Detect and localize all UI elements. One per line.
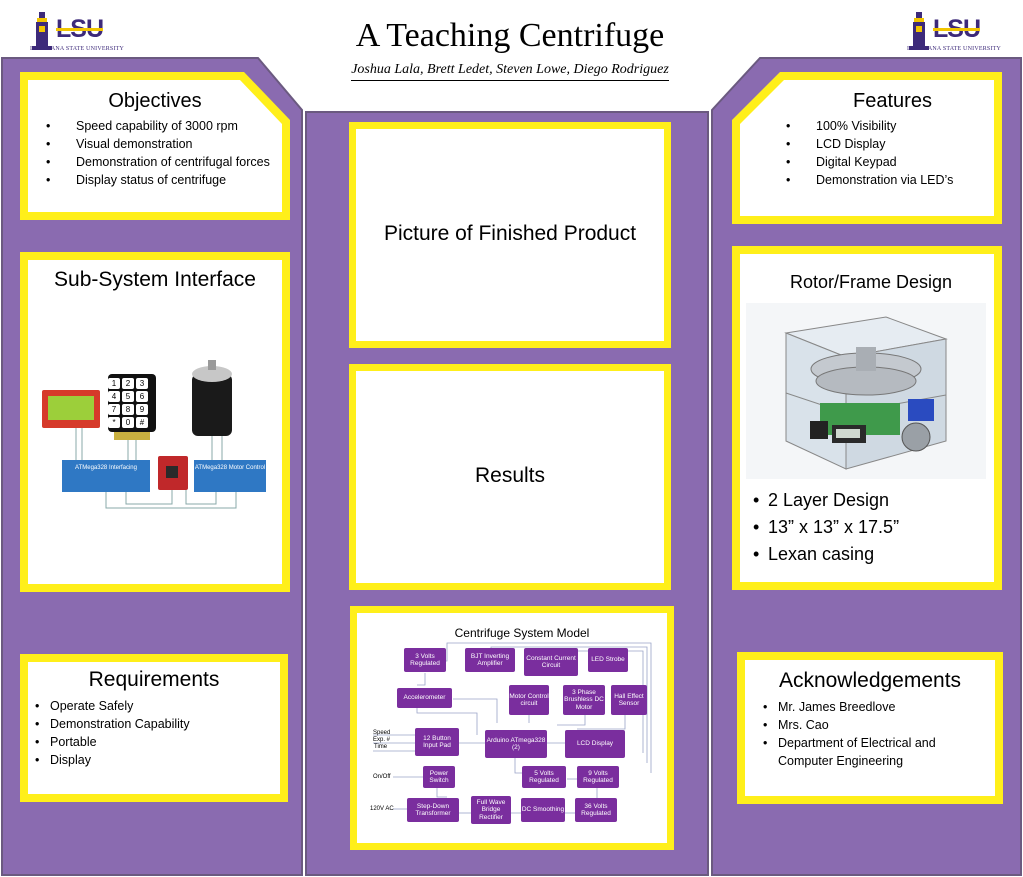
list-item: Demonstration of centrifugal forces: [28, 153, 278, 171]
block-hall-sensor: Hall Effect Sensor: [611, 685, 647, 715]
logo-subtitle: LOUISIANA STATE UNIVERSITY: [907, 46, 1002, 52]
keypad-key: 5: [122, 391, 134, 402]
label-time: Time: [374, 744, 388, 750]
list-item: Demonstration Capability: [30, 715, 278, 733]
objectives-heading: Objectives: [108, 90, 202, 112]
block-constant-current: Constant Current Circuit: [524, 648, 578, 676]
list-item: Mr. James Breedlove: [758, 698, 988, 716]
block-step-down: Step-Down Transformer: [407, 798, 459, 822]
authors: Joshua Lala, Brett Ledet, Steven Lowe, D…: [300, 62, 720, 81]
subsystem-diagram: [42, 360, 266, 509]
list-item: 13” x 13” x 17.5”: [748, 514, 988, 541]
requirements-list: Operate Safely Demonstration Capability …: [30, 697, 278, 769]
results-box: [356, 371, 664, 583]
block-dc-smoothing: DC Smoothing: [521, 798, 565, 822]
finished-product-label: Picture of Finished Product: [383, 222, 637, 245]
block-atmega-motor: ATMega328 Motor Control: [194, 465, 266, 471]
label-on-off: On/Off: [373, 774, 391, 780]
keypad-key: 0: [122, 417, 134, 428]
keypad-key: 3: [136, 378, 148, 389]
list-item: 2 Layer Design: [748, 487, 988, 514]
logo-subtitle: LOUISIANA STATE UNIVERSITY: [30, 46, 125, 52]
keypad-key: 4: [108, 391, 120, 402]
acknowledgements-list: Mr. James Breedlove Mrs. Cao Department …: [758, 698, 988, 770]
list-item: LCD Display: [768, 135, 988, 153]
list-item: Lexan casing: [748, 541, 988, 568]
block-rectifier: Full Wave Bridge Rectifier: [471, 796, 511, 824]
tower-icon: [32, 12, 52, 50]
list-item: Digital Keypad: [768, 153, 988, 171]
block-atmega-interfacing: ATMega328 Interfacing: [75, 465, 137, 471]
block-5v-regulated: 5 Volts Regulated: [522, 766, 566, 788]
block-bjt-amplifier: BJT Inverting Amplifier: [465, 648, 515, 672]
tower-icon: [909, 12, 929, 50]
block-accelerometer: Accelerometer: [397, 688, 452, 708]
keypad-key: 1: [108, 378, 120, 389]
list-item: Display status of centrifuge: [28, 171, 278, 189]
subsystem-heading: Sub-System Interface: [54, 268, 256, 291]
block-brushless-motor: 3 Phase Brushless DC Motor: [563, 685, 605, 715]
block-input-pad: 12 Button Input Pad: [415, 728, 459, 756]
list-item: Operate Safely: [30, 697, 278, 715]
system-model-title: Centrifuge System Model: [454, 626, 590, 640]
logo-mark: LSU: [933, 15, 981, 43]
keypad-key: 8: [122, 404, 134, 415]
keypad-grid: 1 2 3 4 5 6 7 8 9 * 0 #: [108, 378, 150, 428]
rotor-render: [746, 303, 986, 479]
keypad-key: 7: [108, 404, 120, 415]
block-power-switch: Power Switch: [423, 766, 455, 788]
list-item: Display: [30, 751, 278, 769]
block-motor-control: Motor Control circuit: [509, 685, 549, 715]
lsu-logo-right: LSU LOUISIANA STATE UNIVERSITY: [905, 8, 1001, 54]
features-list: 100% Visibility LCD Display Digital Keyp…: [768, 117, 988, 189]
keypad-key: 6: [136, 391, 148, 402]
block-led-strobe: LED Strobe: [588, 648, 628, 672]
poster-title: A Teaching Centrifuge: [355, 17, 665, 54]
list-item: Mrs. Cao: [758, 716, 988, 734]
keypad-key: #: [136, 417, 148, 428]
list-item: Portable: [30, 733, 278, 751]
label-exp: Exp. #: [373, 737, 391, 743]
finished-product-box: [356, 129, 664, 341]
keypad-key: 2: [122, 378, 134, 389]
acknowledgements-heading: Acknowledgements: [778, 669, 962, 692]
rotor-list: 2 Layer Design 13” x 13” x 17.5” Lexan c…: [748, 487, 988, 568]
list-item: Visual demonstration: [28, 135, 278, 153]
label-speed: Speed: [373, 730, 391, 736]
keypad-key: 9: [136, 404, 148, 415]
results-label: Results: [474, 464, 546, 487]
block-3v-regulated: 3 Volts Regulated: [404, 648, 446, 672]
list-item: 100% Visibility: [768, 117, 988, 135]
objectives-list: Speed capability of 3000 rpm Visual demo…: [28, 117, 278, 189]
block-9v-regulated: 9 Volts Regulated: [577, 766, 619, 788]
list-item: Speed capability of 3000 rpm: [28, 117, 278, 135]
features-heading: Features: [853, 90, 932, 112]
block-36v-regulated: 36 Volts Regulated: [575, 798, 617, 822]
block-lcd-display: LCD Display: [565, 730, 625, 758]
label-120v-ac: 120V AC: [370, 806, 394, 812]
lsu-logo-left: LSU LOUISIANA STATE UNIVERSITY: [28, 8, 124, 54]
rotor-heading: Rotor/Frame Design: [789, 272, 953, 292]
block-arduino: Arduino ATmega328 (2): [485, 730, 547, 758]
list-item: Department of Electrical and Computer En…: [758, 734, 988, 770]
requirements-heading: Requirements: [88, 668, 220, 691]
keypad-key: *: [108, 417, 120, 428]
list-item: Demonstration via LED’s: [768, 171, 988, 189]
logo-mark: LSU: [56, 15, 104, 43]
